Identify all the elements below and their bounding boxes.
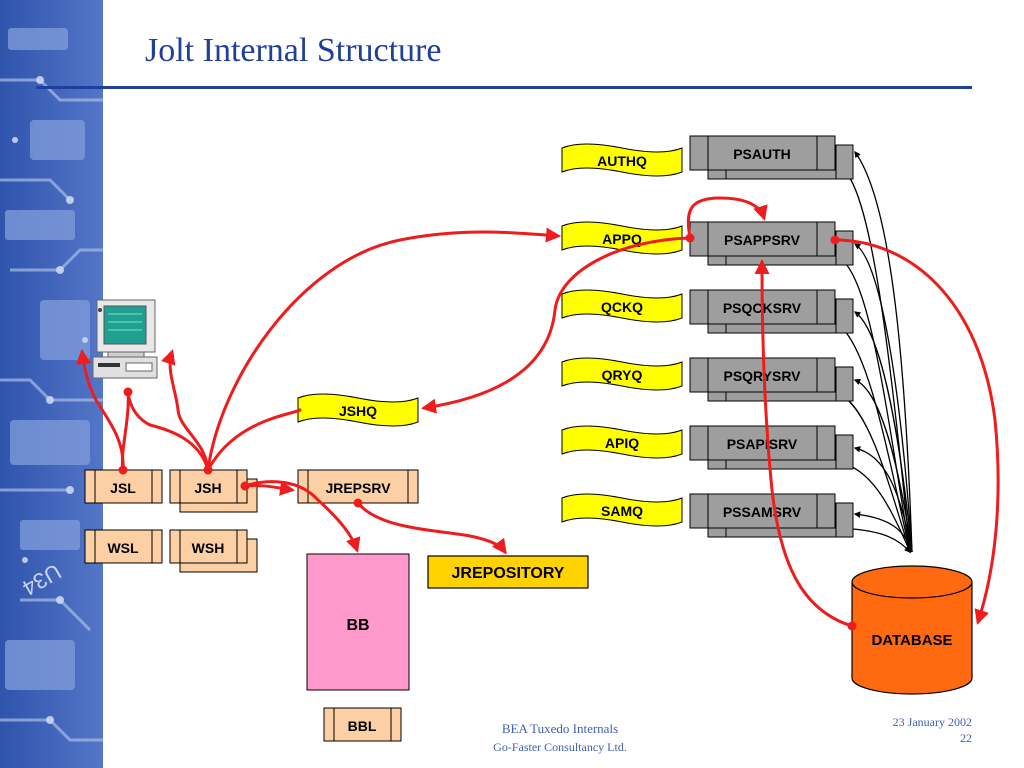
queue-jshq: JSHQ xyxy=(297,393,419,427)
server-stack-psapisrv: PSAPISRV xyxy=(689,425,854,470)
footer-date: 23 January 2002 xyxy=(892,715,972,729)
database-cylinder: DATABASE xyxy=(851,565,973,695)
server-label-psqrysrv: PSQRYSRV xyxy=(723,368,801,384)
db-server-connections xyxy=(839,150,913,554)
database-label: DATABASE xyxy=(871,632,952,649)
slide-title: Jolt Internal Structure xyxy=(145,32,442,69)
queue-label-qryq: QRYQ xyxy=(602,367,643,383)
server-stack-psqrysrv: PSQRYSRV xyxy=(689,357,854,402)
box-label-wsh: WSH xyxy=(192,540,225,556)
box-wsh: WSH xyxy=(169,529,258,573)
title-divider xyxy=(36,86,972,89)
server-stack-psappsrv: PSAPPSRV xyxy=(689,221,854,266)
queue-qckq: QCKQ xyxy=(561,289,683,323)
footer-page-number: 22 xyxy=(960,731,972,745)
server-stack-psauth: PSAUTH xyxy=(689,135,854,180)
queue-apiq: APIQ xyxy=(561,425,683,459)
queue-label-authq: AUTHQ xyxy=(597,153,647,169)
box-label-wsl: WSL xyxy=(107,540,139,556)
desktop-computer-icon xyxy=(92,299,158,379)
red-request-arrows xyxy=(76,196,1000,628)
box-bb: BB xyxy=(306,553,410,691)
server-label-psauth: PSAUTH xyxy=(733,146,791,162)
box-label-bb: BB xyxy=(346,617,369,634)
queue-appq: APPQ xyxy=(561,221,683,255)
server-stack-pssamsrv: PSSAMSRV xyxy=(689,493,854,538)
box-jsh: JSH xyxy=(169,469,258,513)
box-label-jsh: JSH xyxy=(194,480,221,496)
queue-samq: SAMQ xyxy=(561,493,683,527)
queue-label-jshq: JSHQ xyxy=(339,403,377,419)
box-jrepository: JREPOSITORY xyxy=(427,555,589,589)
server-label-pssamsrv: PSSAMSRV xyxy=(723,504,802,520)
queue-label-appq: APPQ xyxy=(602,231,642,247)
server-label-psappsrv: PSAPPSRV xyxy=(724,232,801,248)
box-label-jrepsrv: JREPSRV xyxy=(325,480,391,496)
box-bbl: BBL xyxy=(323,707,402,742)
box-label-bbl: BBL xyxy=(348,718,377,734)
box-label-jrepository: JREPOSITORY xyxy=(452,565,565,582)
footer-company: Go-Faster Consultancy Ltd. xyxy=(493,740,627,754)
box-wsl: WSL xyxy=(84,529,163,564)
footer-right: 23 January 2002 22 xyxy=(840,714,972,746)
footer-center: BEA Tuxedo Internals Go-Faster Consultan… xyxy=(440,721,680,755)
queue-label-samq: SAMQ xyxy=(601,503,643,519)
queue-qryq: QRYQ xyxy=(561,357,683,391)
server-stack-psqcksrv: PSQCKSRV xyxy=(689,289,854,334)
box-label-jsl: JSL xyxy=(110,480,136,496)
server-label-psapisrv: PSAPISRV xyxy=(727,436,798,452)
queue-label-qckq: QCKQ xyxy=(601,299,643,315)
queue-label-apiq: APIQ xyxy=(605,435,639,451)
circuit-board-image: U34 xyxy=(0,0,103,768)
box-jsl: JSL xyxy=(84,469,163,504)
connection-dots xyxy=(118,233,857,631)
footer-course-title: BEA Tuxedo Internals xyxy=(501,721,619,736)
queue-authq: AUTHQ xyxy=(561,143,683,177)
